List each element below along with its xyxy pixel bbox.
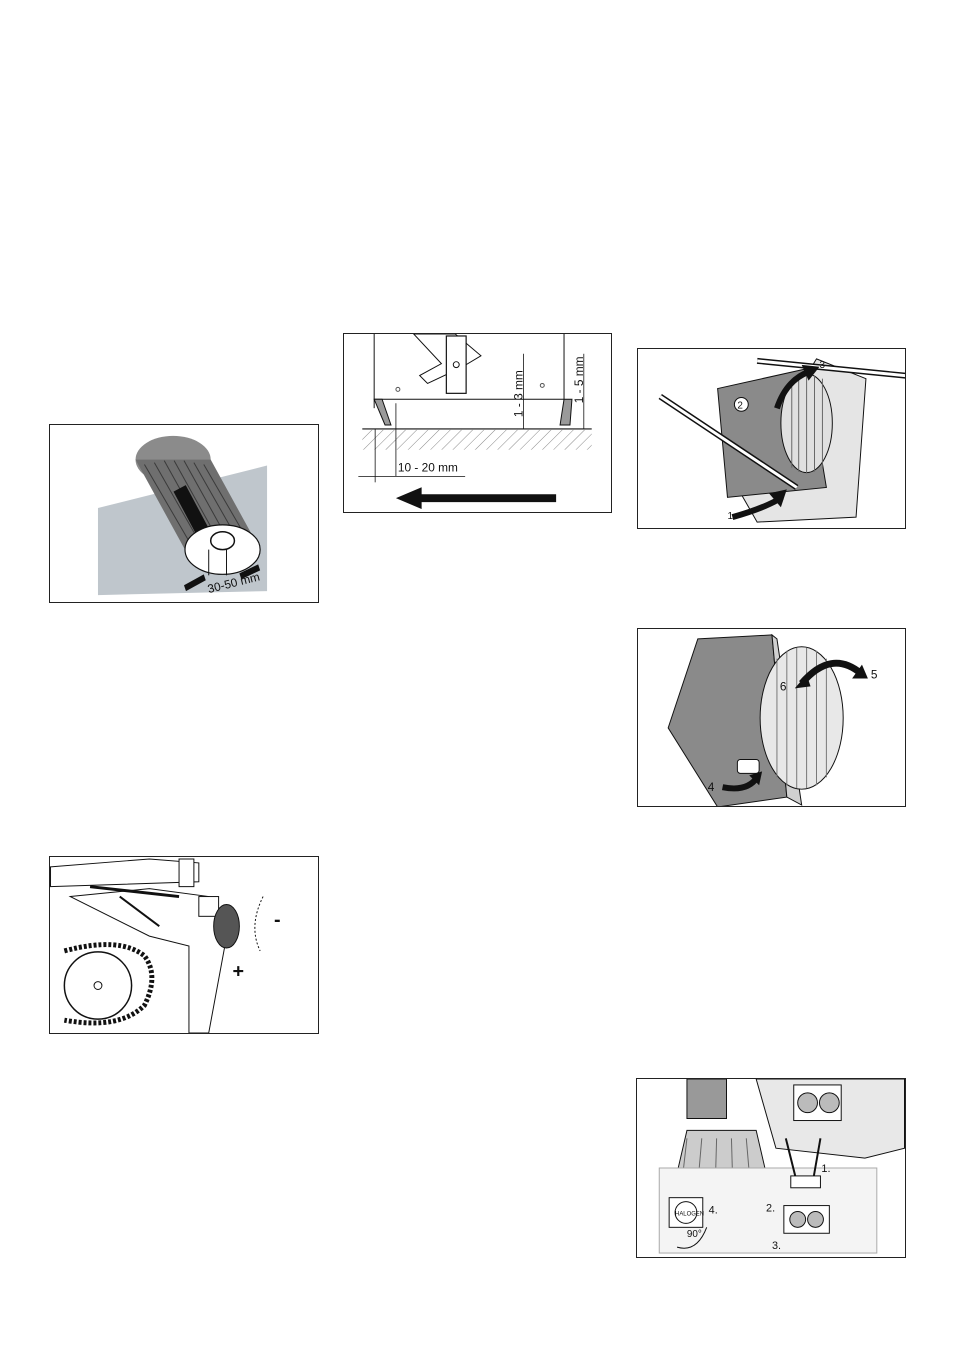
- halogen-marking: HALOGEN: [675, 1211, 704, 1217]
- chain-plus: +: [232, 961, 244, 983]
- skirt-dim-rear: 1 - 5 mm: [572, 356, 586, 403]
- skirt-dim-offset: 10 - 20 mm: [398, 460, 458, 474]
- headlight-step-4: 4.: [709, 1204, 718, 1216]
- sweep-skirt-figure: 1 - 3 mm 1 - 5 mm 10 - 20 mm: [343, 333, 612, 513]
- sweep-skirt-drawing: 1 - 3 mm 1 - 5 mm 10 - 20 mm: [344, 334, 611, 512]
- roller-brush-drawing: 30-50 mm: [50, 425, 318, 602]
- headlight-step-1: 1.: [821, 1163, 830, 1175]
- filter-remove-figure: 2 1 3: [637, 348, 906, 529]
- filter-step-1: 1: [727, 511, 733, 522]
- filter-swing-drawing: 4 5 6: [638, 629, 905, 806]
- headlight-step-2: 2.: [766, 1203, 775, 1215]
- filter-step-2: 2: [737, 400, 743, 411]
- swing-step-6: 6: [780, 679, 787, 693]
- headlight-figure: HALOGEN 1. 2. 3. 4. 90°: [636, 1078, 906, 1258]
- headlight-angle: 90°: [687, 1229, 702, 1240]
- filter-remove-drawing: 2 1 3: [638, 349, 905, 528]
- chain-minus: -: [274, 909, 281, 931]
- swing-step-5: 5: [871, 667, 878, 681]
- roller-brush-figure: 30-50 mm: [49, 424, 319, 603]
- chain-adjust-drawing: - +: [50, 857, 318, 1033]
- headlight-drawing: HALOGEN 1. 2. 3. 4. 90°: [637, 1079, 905, 1257]
- filter-swing-figure: 4 5 6: [637, 628, 906, 807]
- swing-step-4: 4: [708, 780, 715, 794]
- skirt-dim-front: 1 - 3 mm: [511, 370, 525, 417]
- filter-step-3: 3: [819, 360, 825, 371]
- headlight-step-3: 3.: [772, 1240, 781, 1252]
- chain-adjust-figure: - +: [49, 856, 319, 1034]
